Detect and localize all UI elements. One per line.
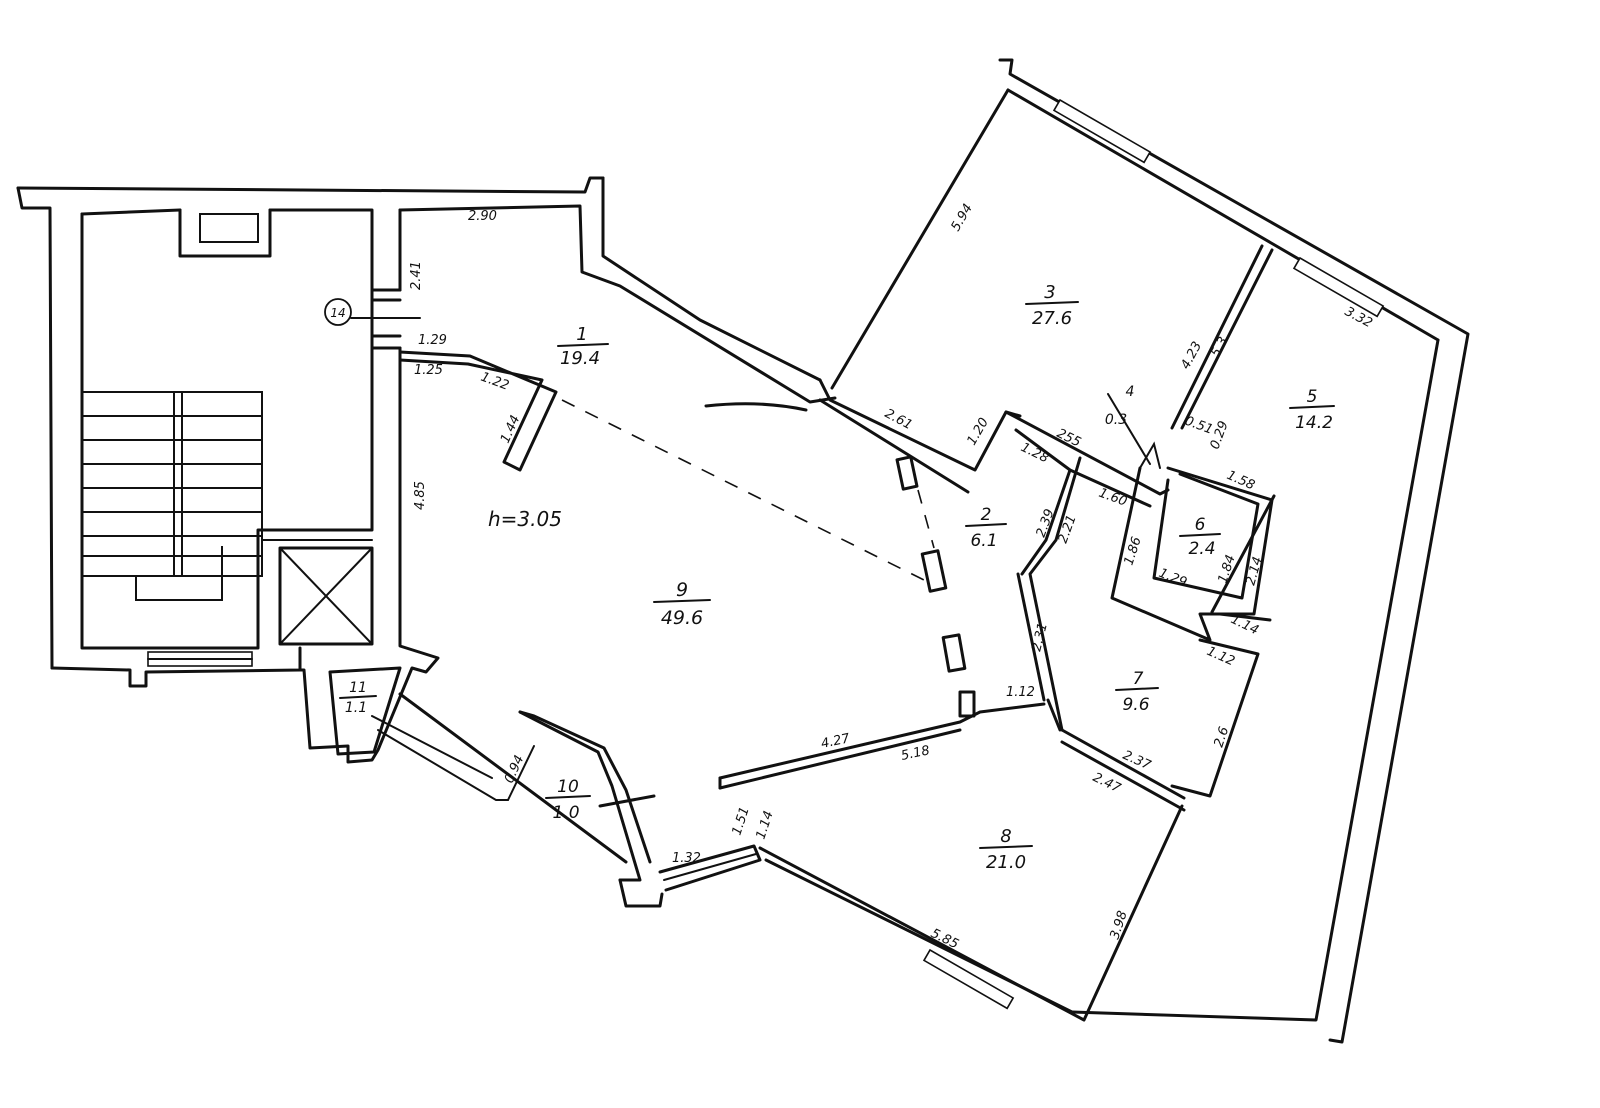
room-number: 7 xyxy=(1133,669,1144,689)
dimension-label: 2.14 xyxy=(1243,555,1265,587)
dimension-label: 1.51 xyxy=(730,805,753,837)
section-marker-label: 14 xyxy=(330,306,345,320)
right-wing-walls xyxy=(758,58,1470,1044)
room-label-4: 4 0.3 xyxy=(1105,384,1135,428)
dimension-label: 2.6 xyxy=(1212,725,1233,749)
dimension-label: 4.85 xyxy=(413,481,428,510)
dimension-label: 4.27 xyxy=(820,731,852,752)
room-number: 1 xyxy=(576,324,587,345)
room-area: 2.4 xyxy=(1188,539,1215,559)
room-area: 19.4 xyxy=(560,348,600,369)
dimension-label: 1.14 xyxy=(1228,612,1261,638)
dimension-label: 1.28 xyxy=(1018,440,1051,466)
section-marker: 14 xyxy=(324,298,421,326)
dimension-label: 2.39 xyxy=(1034,507,1058,539)
room-label-7: 7 9.6 xyxy=(1115,669,1159,715)
small-rooms-10-11 xyxy=(328,666,535,801)
room-number: 6 xyxy=(1195,515,1206,535)
room-number: 9 xyxy=(676,579,688,601)
room-number: 10 xyxy=(557,777,579,797)
room-label-10: 10 1.0 xyxy=(545,777,591,823)
room-label-3: 3 27.6 xyxy=(1025,282,1079,329)
main-hall-walls xyxy=(298,176,1046,908)
room-label-5: 5 14.2 xyxy=(1289,387,1335,433)
dimension-label: 2.41 xyxy=(409,261,424,290)
dimension-label: 2.21 xyxy=(1056,513,1080,545)
room-label-2: 2 6.1 xyxy=(965,505,1007,551)
room-number: 3 xyxy=(1044,282,1055,303)
room-number: 5 xyxy=(1307,387,1318,407)
room-number: 2 xyxy=(981,505,992,525)
dimension-label: 1.25 xyxy=(414,363,443,378)
room-number: 11 xyxy=(349,680,367,696)
room-label-1: 1 19.4 xyxy=(557,324,609,369)
room-number: 4 xyxy=(1126,384,1135,400)
dimension-label: 5.94 xyxy=(948,201,975,234)
dimension-label: 2.90 xyxy=(468,209,497,224)
elevator-shaft xyxy=(261,539,374,646)
dimension-label: 1.29 xyxy=(1157,566,1189,591)
room-area: 1.0 xyxy=(552,803,579,823)
ceiling-height-label: h=3.05 xyxy=(488,507,562,531)
dimension-label: 2.31 xyxy=(1029,621,1051,653)
room-label-9: 9 49.6 xyxy=(653,579,711,629)
room-area: 0.3 xyxy=(1105,412,1127,428)
room-area: 14.2 xyxy=(1295,413,1333,433)
dimension-label: 1.60 xyxy=(1097,486,1129,510)
room-area: 9.6 xyxy=(1122,695,1149,715)
dimension-label: 5.18 xyxy=(900,743,931,764)
dimension-label: 1.12 xyxy=(1006,685,1035,700)
room-labels: 1 19.4 2 6.1 3 27.6 4 0.3 5 14.2 6 xyxy=(339,282,1335,873)
room-area: 27.6 xyxy=(1032,308,1072,329)
room-area: 1.1 xyxy=(345,700,367,716)
stair-flight xyxy=(81,391,263,601)
dimension-label: 1.32 xyxy=(672,851,701,866)
room-area: 21.0 xyxy=(986,852,1026,873)
dimension-label: 1.14 xyxy=(754,809,777,841)
room-area: 49.6 xyxy=(661,607,703,629)
room-label-6: 6 2.4 xyxy=(1179,515,1221,559)
stairwell-block xyxy=(16,176,605,688)
dimension-label: 1.29 xyxy=(418,333,447,348)
room-label-11: 11 1.1 xyxy=(339,680,377,716)
dimension-label: 2.37 xyxy=(1120,748,1153,774)
room-area: 6.1 xyxy=(970,531,997,551)
room-label-8: 8 21.0 xyxy=(979,826,1033,873)
columns xyxy=(561,399,976,718)
dimension-label: 0.51 xyxy=(1183,414,1215,438)
room-number: 8 xyxy=(1000,826,1011,847)
